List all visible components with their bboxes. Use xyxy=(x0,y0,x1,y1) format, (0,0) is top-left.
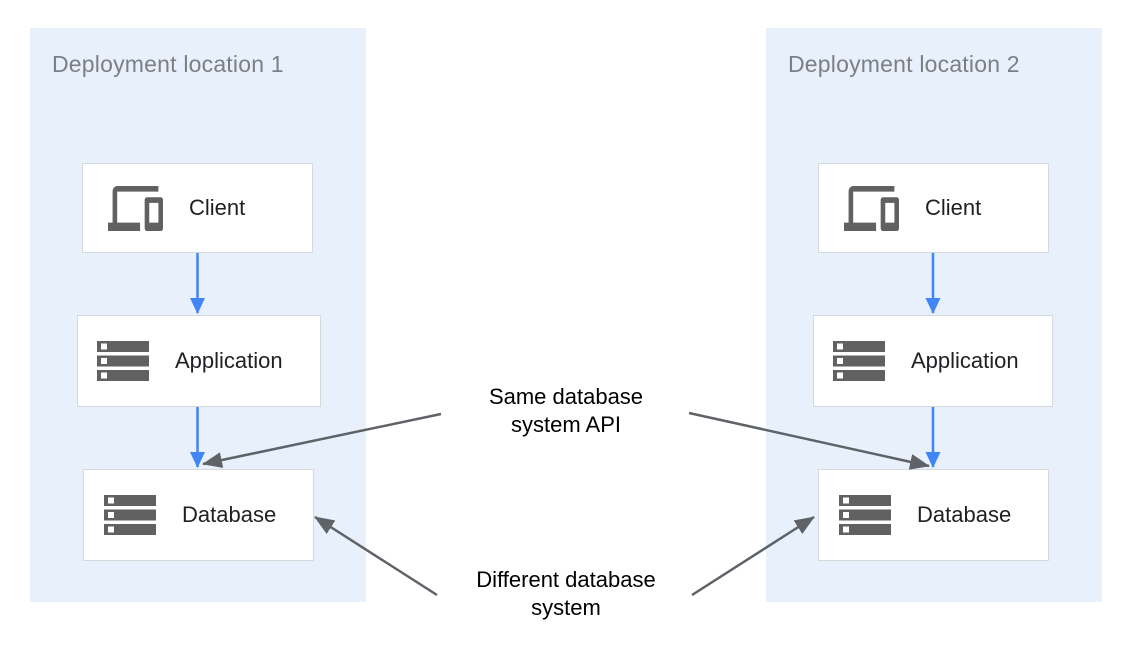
node-label: Database xyxy=(917,502,1012,527)
devices-icon xyxy=(844,185,899,231)
node-label: Client xyxy=(189,195,246,220)
storage-icon xyxy=(97,341,149,381)
node-label: Application xyxy=(175,348,283,373)
node-label: Database xyxy=(182,502,277,527)
panel-title: Deployment location 1 xyxy=(52,51,284,77)
node-label: Client xyxy=(925,195,982,220)
database-node-right: Database xyxy=(818,469,1049,561)
annotation-different-database-system: Different database system xyxy=(416,566,716,622)
devices-icon xyxy=(108,185,163,231)
annotation-line: system xyxy=(531,595,601,620)
client-node-right: Client xyxy=(818,163,1049,253)
application-node-left: Application xyxy=(77,315,321,407)
annotation-same-database-system-api: Same database system API xyxy=(416,383,716,439)
annotation-line: system API xyxy=(510,412,622,437)
client-node-left: Client xyxy=(82,163,313,253)
database-node-left: Database xyxy=(83,469,314,561)
storage-icon xyxy=(104,495,156,535)
annotation-line: Same database xyxy=(488,384,644,409)
node-label: Application xyxy=(911,348,1019,373)
annotation-line: Different database xyxy=(476,567,656,592)
application-node-right: Application xyxy=(813,315,1053,407)
panel-title: Deployment location 2 xyxy=(788,51,1020,77)
storage-icon xyxy=(839,495,891,535)
storage-icon xyxy=(833,341,885,381)
